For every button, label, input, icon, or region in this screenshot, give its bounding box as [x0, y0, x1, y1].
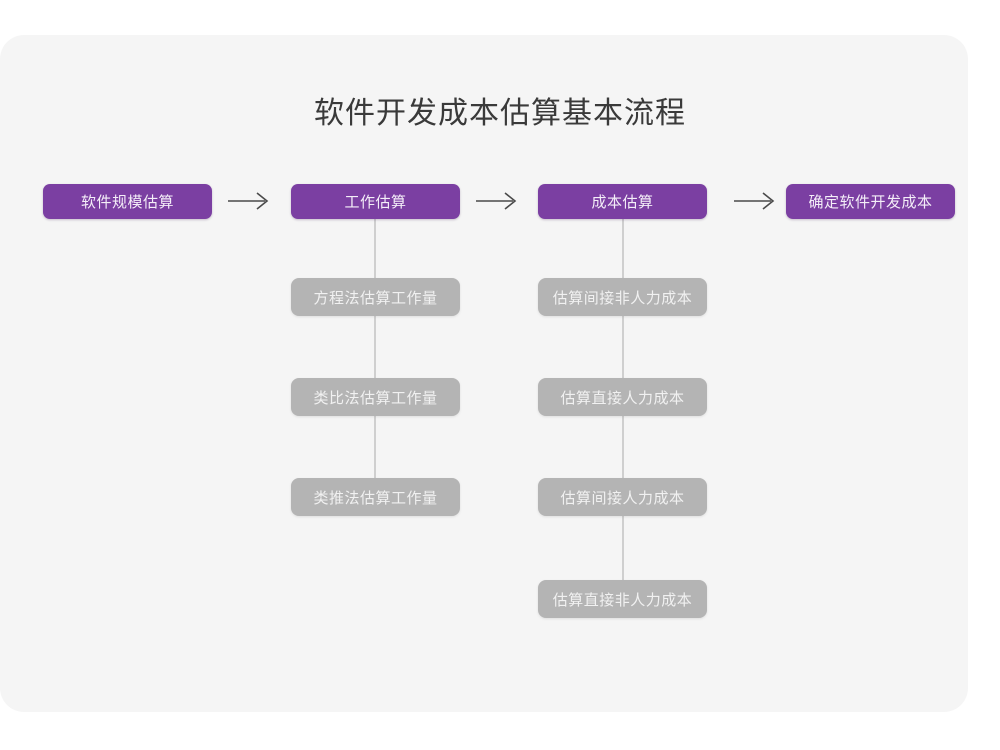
- flow-node-cost-estimation[interactable]: 成本估算: [538, 184, 707, 219]
- sub-node-cost-estimation-2[interactable]: 估算直接人力成本: [538, 378, 707, 416]
- sub-node-cost-estimation-1[interactable]: 估算间接非人力成本: [538, 278, 707, 316]
- flow-node-work-estimation[interactable]: 工作估算: [291, 184, 460, 219]
- sub-node-cost-estimation-3[interactable]: 估算间接人力成本: [538, 478, 707, 516]
- page-title: 软件开发成本估算基本流程: [314, 97, 686, 130]
- sub-node-work-estimation-3[interactable]: 类推法估算工作量: [291, 478, 460, 516]
- sub-node-work-estimation-2[interactable]: 类比法估算工作量: [291, 378, 460, 416]
- sub-node-cost-estimation-4[interactable]: 估算直接非人力成本: [538, 580, 707, 618]
- arrow-right-icon-2: [475, 190, 519, 212]
- connector-line-work-estimation: [374, 219, 376, 478]
- arrow-right-icon-3: [733, 190, 777, 212]
- diagram-card: [0, 35, 968, 712]
- flow-node-determine-development-cost[interactable]: 确定软件开发成本: [786, 184, 955, 219]
- sub-node-work-estimation-1[interactable]: 方程法估算工作量: [291, 278, 460, 316]
- arrow-right-icon-1: [227, 190, 271, 212]
- flow-node-software-scale-estimation[interactable]: 软件规模估算: [43, 184, 212, 219]
